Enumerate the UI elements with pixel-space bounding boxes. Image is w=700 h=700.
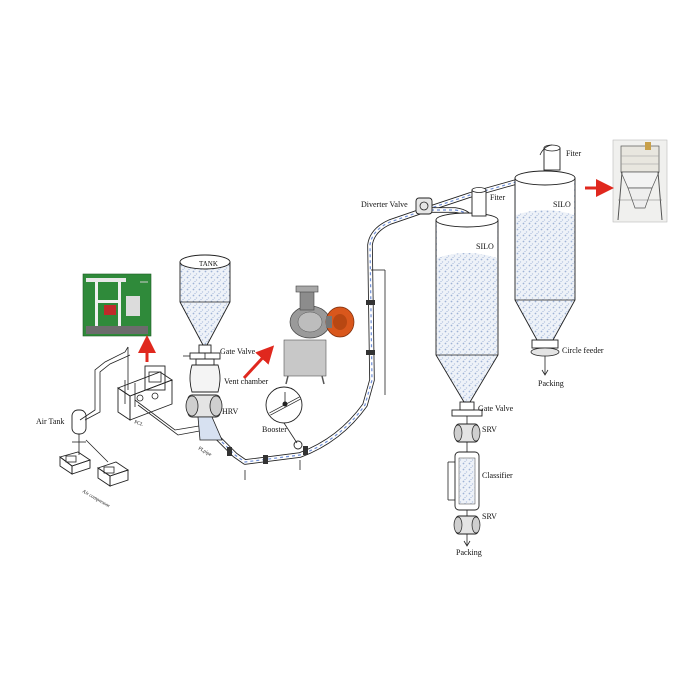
fiter-left-label: Fiter	[490, 193, 505, 202]
silo-left-label: SILO	[476, 242, 494, 251]
pipe-flange	[366, 300, 375, 305]
vent-chamber-label: Vent chamber	[224, 377, 269, 386]
control-skid-photo	[82, 273, 152, 337]
hrv-label: HRV	[222, 407, 238, 416]
packing-right-label: Packing	[538, 379, 564, 388]
air-tank-label: Air Tank	[36, 417, 64, 426]
air-supply-line	[79, 346, 206, 436]
booster-callout	[265, 386, 303, 450]
circle-feeder-label: Circle feeder	[562, 346, 604, 355]
vent-chamber	[189, 353, 221, 393]
gate-valve-top-label: Gate Valve	[220, 347, 256, 356]
booster-label: Booster	[262, 425, 287, 434]
control-skid	[117, 365, 173, 421]
air-compressor-units	[58, 439, 130, 487]
feed-tank	[179, 254, 231, 360]
pcl-label: PCL	[133, 420, 143, 428]
classifier-label: Classifier	[482, 471, 513, 480]
tank-label: TANK	[199, 260, 218, 268]
pipe-flange	[227, 447, 232, 456]
left-silo	[435, 187, 499, 403]
pipe-label: PLpipe	[197, 446, 213, 458]
arrow-to-blower-photo	[242, 345, 275, 380]
packing-bottom-label: Packing	[456, 548, 482, 557]
gate-valve-bottom-label: Gate Valve	[478, 404, 514, 413]
diverter-valve-label: Diverter Valve	[361, 200, 408, 209]
air-tank	[71, 409, 87, 443]
discharge-column	[447, 401, 483, 547]
srv-bottom-label: SRV	[482, 512, 497, 521]
fiter-right-label: Fiter	[566, 149, 581, 158]
diverter-valve	[415, 197, 433, 215]
air-compressor-label: Air compressor	[81, 489, 111, 509]
right-silo	[514, 144, 576, 376]
dust-collector-photo	[612, 139, 668, 223]
silo-right-label: SILO	[553, 200, 571, 209]
pipe-flange	[303, 446, 308, 455]
blower-photo	[283, 285, 355, 385]
srv-top-label: SRV	[482, 425, 497, 434]
pipe-flange	[263, 455, 268, 464]
pipe-flange	[366, 350, 375, 355]
hrv-valve	[185, 394, 223, 441]
